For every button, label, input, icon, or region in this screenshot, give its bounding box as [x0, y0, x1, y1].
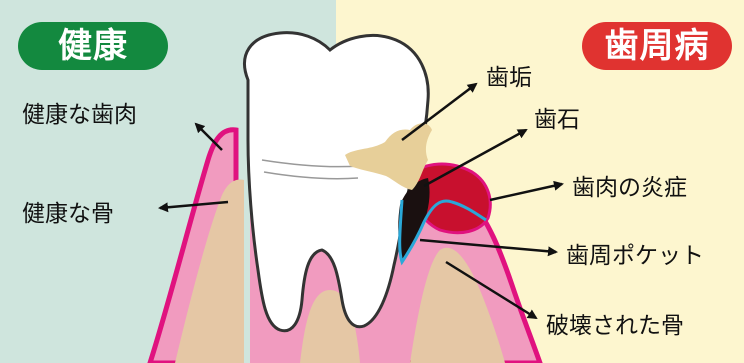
label-destroyed-bone: 破壊された骨 [546, 306, 684, 340]
label-periodontal-pocket: 歯周ポケット [566, 236, 704, 270]
healthy-badge: 健康 [18, 22, 168, 70]
label-healthy-bone: 健康な骨 [22, 194, 114, 228]
label-plaque: 歯垢 [486, 58, 532, 92]
label-tartar: 歯石 [534, 100, 580, 134]
disease-badge: 歯周病 [582, 22, 732, 70]
arrow-gum-inflammation [490, 184, 562, 200]
label-healthy-gum: 健康な歯肉 [22, 95, 137, 129]
label-gum-inflammation: 歯肉の炎症 [572, 168, 687, 202]
